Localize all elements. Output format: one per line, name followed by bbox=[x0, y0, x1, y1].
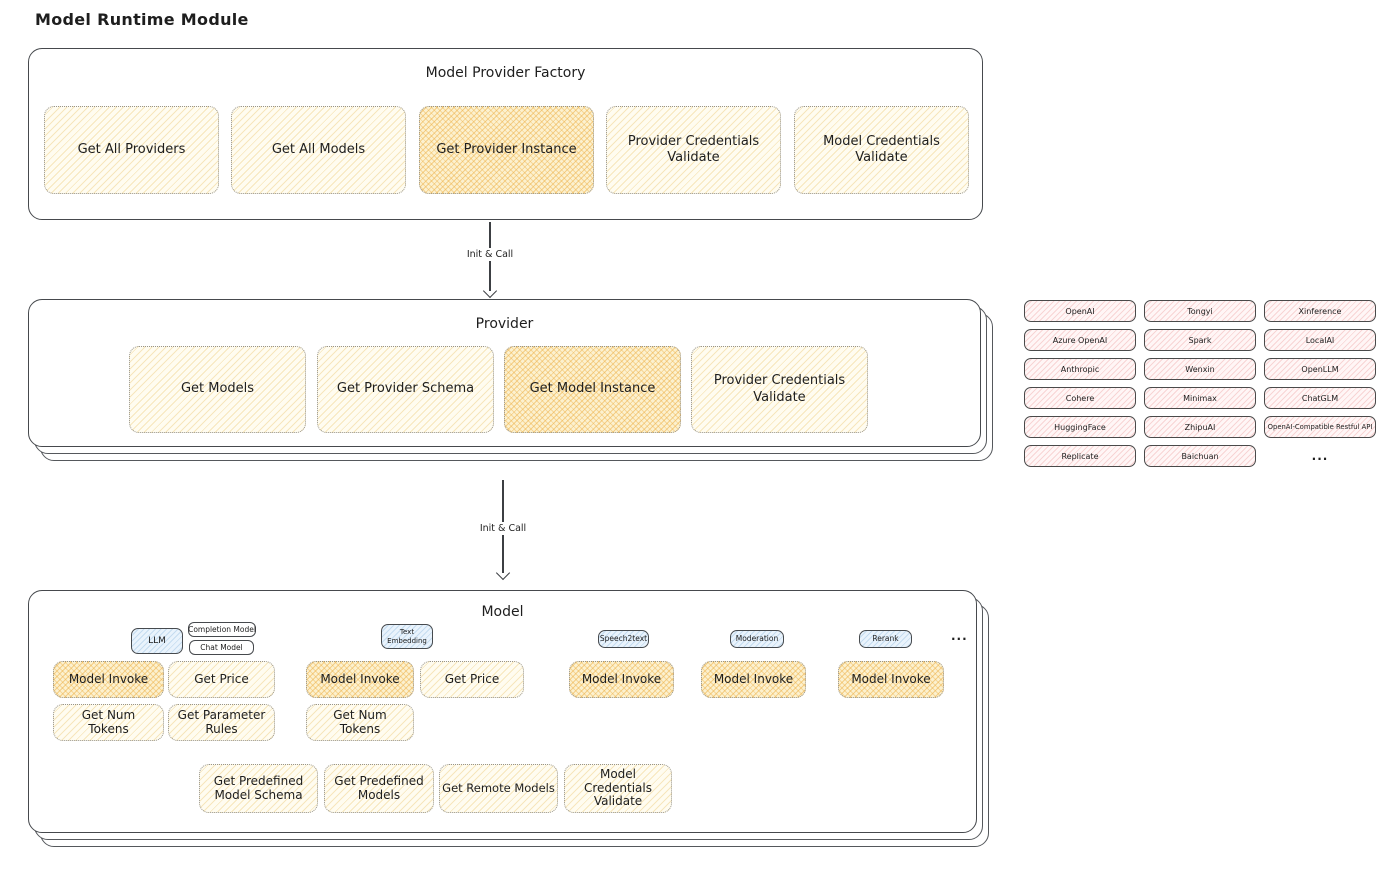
provider-pill-tongyi: Tongyi bbox=[1144, 300, 1256, 322]
init-call-arrow-1: Init & Call bbox=[462, 222, 518, 299]
provider-pill-spark: Spark bbox=[1144, 329, 1256, 351]
model-subtag-completion-model: Completion Model bbox=[188, 622, 256, 637]
provider-pill-openllm: OpenLLM bbox=[1264, 358, 1376, 380]
model-button-get-remote-models: Get Remote Models bbox=[439, 764, 558, 813]
init-call-label-1: Init & Call bbox=[462, 248, 518, 261]
provider-pill-chatglm: ChatGLM bbox=[1264, 387, 1376, 409]
provider-box-title: Provider bbox=[475, 316, 534, 332]
model-tag-moderation: Moderation bbox=[730, 630, 784, 648]
provider-list-ellipsis: ... bbox=[1311, 449, 1329, 463]
speech2text-button-model-invoke: Model Invoke bbox=[569, 661, 674, 698]
provider-pill-zhipuai: ZhipuAI bbox=[1144, 416, 1256, 438]
provider-pill-minimax: Minimax bbox=[1144, 387, 1256, 409]
provider-box: Provider Get Models Get Provider Schema … bbox=[28, 299, 981, 447]
provider-pill-cohere: Cohere bbox=[1024, 387, 1136, 409]
provider-list: OpenAI Tongyi Xinference Azure OpenAI Sp… bbox=[1024, 300, 1376, 467]
diagram-title: Model Runtime Module bbox=[35, 10, 249, 29]
model-subtag-chat-model: Chat Model bbox=[189, 640, 254, 655]
model-button-get-predefined-models: Get Predefined Models bbox=[324, 764, 434, 813]
text-embedding-button-model-invoke: Model Invoke bbox=[306, 661, 414, 698]
provider-pill-wenxin: Wenxin bbox=[1144, 358, 1256, 380]
rerank-button-model-invoke: Model Invoke bbox=[838, 661, 944, 698]
provider-button-get-models: Get Models bbox=[129, 346, 306, 433]
llm-button-get-parameter-rules: Get Parameter Rules bbox=[168, 704, 275, 741]
model-box: Model LLM Completion Model Chat Model Mo… bbox=[28, 590, 977, 833]
provider-button-provider-credentials-validate: Provider Credentials Validate bbox=[691, 346, 868, 433]
provider-pill-localai: LocalAI bbox=[1264, 329, 1376, 351]
init-call-label-2: Init & Call bbox=[475, 522, 531, 535]
factory-box: Model Provider Factory Get All Providers… bbox=[28, 48, 983, 220]
model-tag-text-embedding: Text Embedding bbox=[381, 624, 433, 649]
factory-box-title: Model Provider Factory bbox=[425, 65, 586, 81]
model-button-model-credentials-validate: Model Credentials Validate bbox=[564, 764, 672, 813]
llm-button-model-invoke: Model Invoke bbox=[53, 661, 164, 698]
model-button-get-predefined-model-schema: Get Predefined Model Schema bbox=[199, 764, 318, 813]
model-box-title: Model bbox=[481, 604, 524, 620]
factory-button-model-credentials-validate: Model Credentials Validate bbox=[794, 106, 969, 194]
provider-pill-xinference: Xinference bbox=[1264, 300, 1376, 322]
model-tag-rerank: Rerank bbox=[859, 630, 912, 648]
model-tags-ellipsis: ... bbox=[951, 629, 968, 643]
model-tag-speech2text: Speech2text bbox=[598, 630, 649, 648]
factory-button-get-all-models: Get All Models bbox=[231, 106, 406, 194]
provider-pill-openai: OpenAI bbox=[1024, 300, 1136, 322]
arrow-down-head-icon bbox=[495, 565, 511, 581]
provider-pill-anthropic: Anthropic bbox=[1024, 358, 1136, 380]
provider-pill-azure-openai: Azure OpenAI bbox=[1024, 329, 1136, 351]
model-tag-llm: LLM bbox=[131, 628, 183, 654]
text-embedding-button-get-num-tokens: Get Num Tokens bbox=[306, 704, 414, 741]
provider-button-get-model-instance: Get Model Instance bbox=[504, 346, 681, 433]
moderation-button-model-invoke: Model Invoke bbox=[701, 661, 806, 698]
text-embedding-button-get-price: Get Price bbox=[420, 661, 524, 698]
factory-button-get-provider-instance: Get Provider Instance bbox=[419, 106, 594, 194]
provider-pill-openai-compatible-restful-api: OpenAI-Compatible Restful API bbox=[1264, 416, 1376, 438]
llm-button-get-price: Get Price bbox=[168, 661, 275, 698]
arrow-down-head-icon bbox=[482, 283, 498, 299]
provider-pill-huggingface: HuggingFace bbox=[1024, 416, 1136, 438]
provider-pill-baichuan: Baichuan bbox=[1144, 445, 1256, 467]
provider-button-get-provider-schema: Get Provider Schema bbox=[317, 346, 494, 433]
factory-button-get-all-providers: Get All Providers bbox=[44, 106, 219, 194]
provider-pill-replicate: Replicate bbox=[1024, 445, 1136, 467]
llm-button-get-num-tokens: Get Num Tokens bbox=[53, 704, 164, 741]
init-call-arrow-2: Init & Call bbox=[475, 480, 531, 581]
factory-button-provider-credentials-validate: Provider Credentials Validate bbox=[606, 106, 781, 194]
